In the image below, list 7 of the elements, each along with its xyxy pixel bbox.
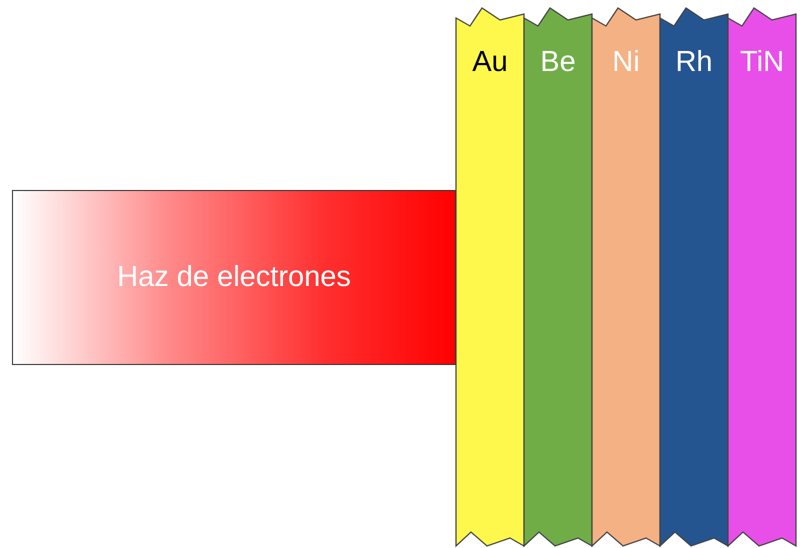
layer-label: Be [539, 46, 577, 79]
layer-label: Au [471, 46, 509, 79]
layer-label: TiN [738, 46, 786, 79]
electron-beam [12, 190, 456, 365]
layer-label: Rh [674, 46, 714, 79]
beam-label: Haz de electrones [117, 261, 351, 294]
layer-label: Ni [611, 46, 641, 79]
